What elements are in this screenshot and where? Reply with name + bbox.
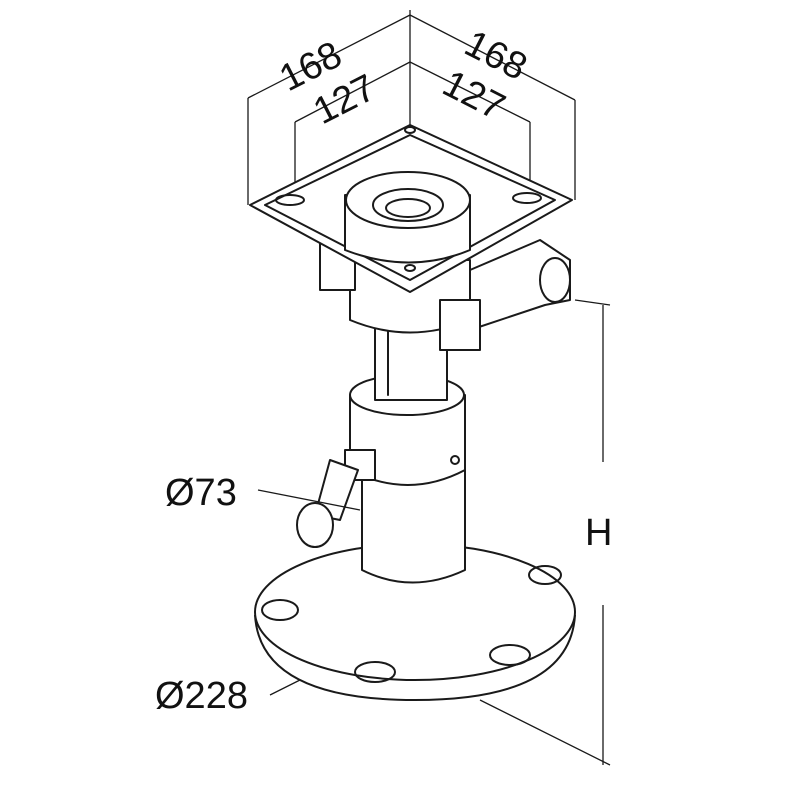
height-dimension-line [479, 299, 611, 766]
base-diameter-leader [269, 679, 301, 696]
swivel-mechanism [319, 239, 571, 351]
lower-tube [361, 469, 466, 584]
base-plate [254, 543, 576, 701]
height-lever [296, 449, 376, 548]
dim-height: H [585, 512, 612, 554]
top-dimension-lines [247, 10, 576, 205]
mounting-plate [249, 124, 573, 293]
dim-tube-diameter: Ø73 [165, 472, 237, 514]
tube-diameter-leader [257, 489, 361, 511]
dim-base-diameter: Ø228 [155, 675, 248, 717]
